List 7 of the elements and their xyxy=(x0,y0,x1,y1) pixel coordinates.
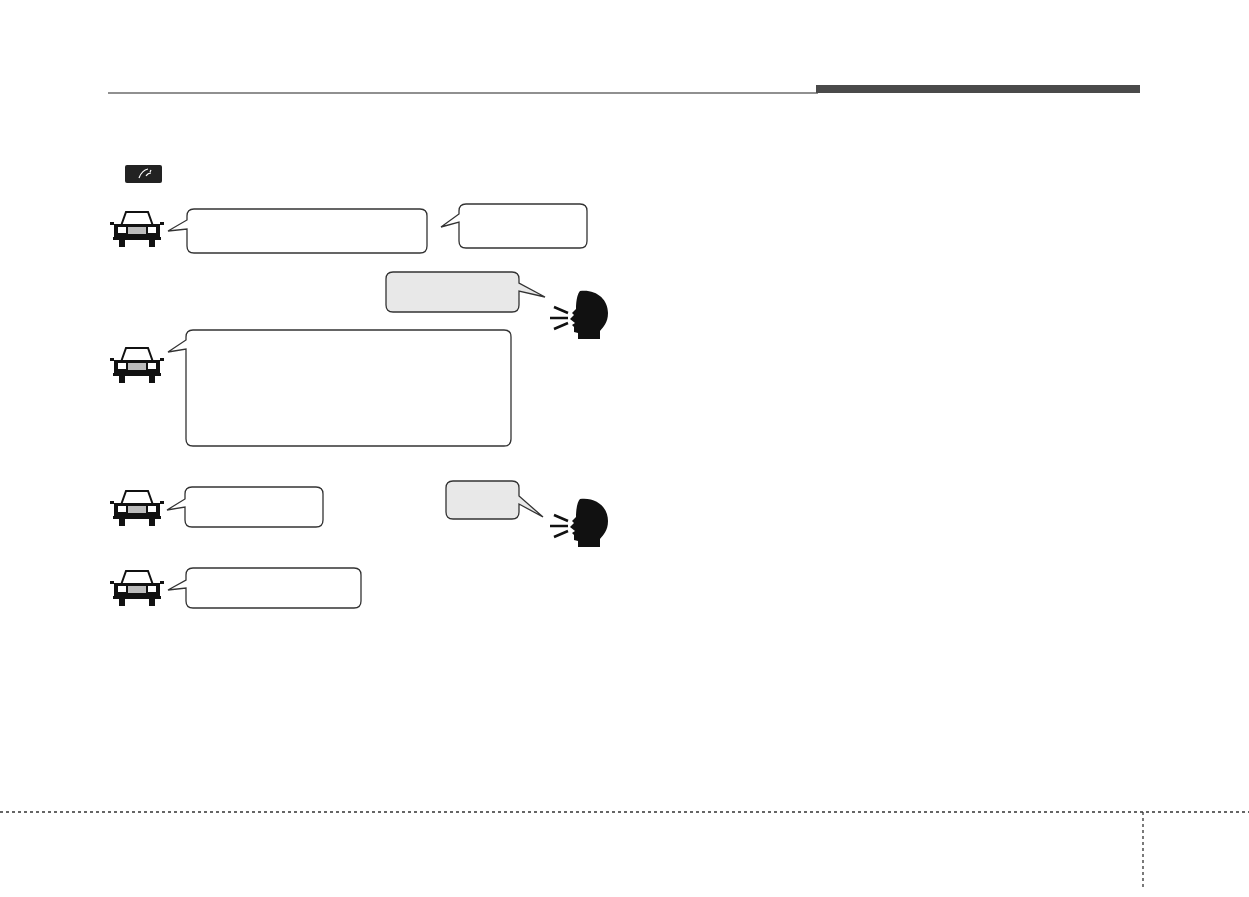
speech-bubble xyxy=(168,568,361,608)
speech-bubble xyxy=(167,487,323,527)
speech-bubble xyxy=(446,481,543,519)
speech-bubble xyxy=(441,204,587,248)
speech-bubble xyxy=(168,330,511,446)
speech-bubble xyxy=(386,272,545,312)
speech-bubble xyxy=(168,209,427,253)
